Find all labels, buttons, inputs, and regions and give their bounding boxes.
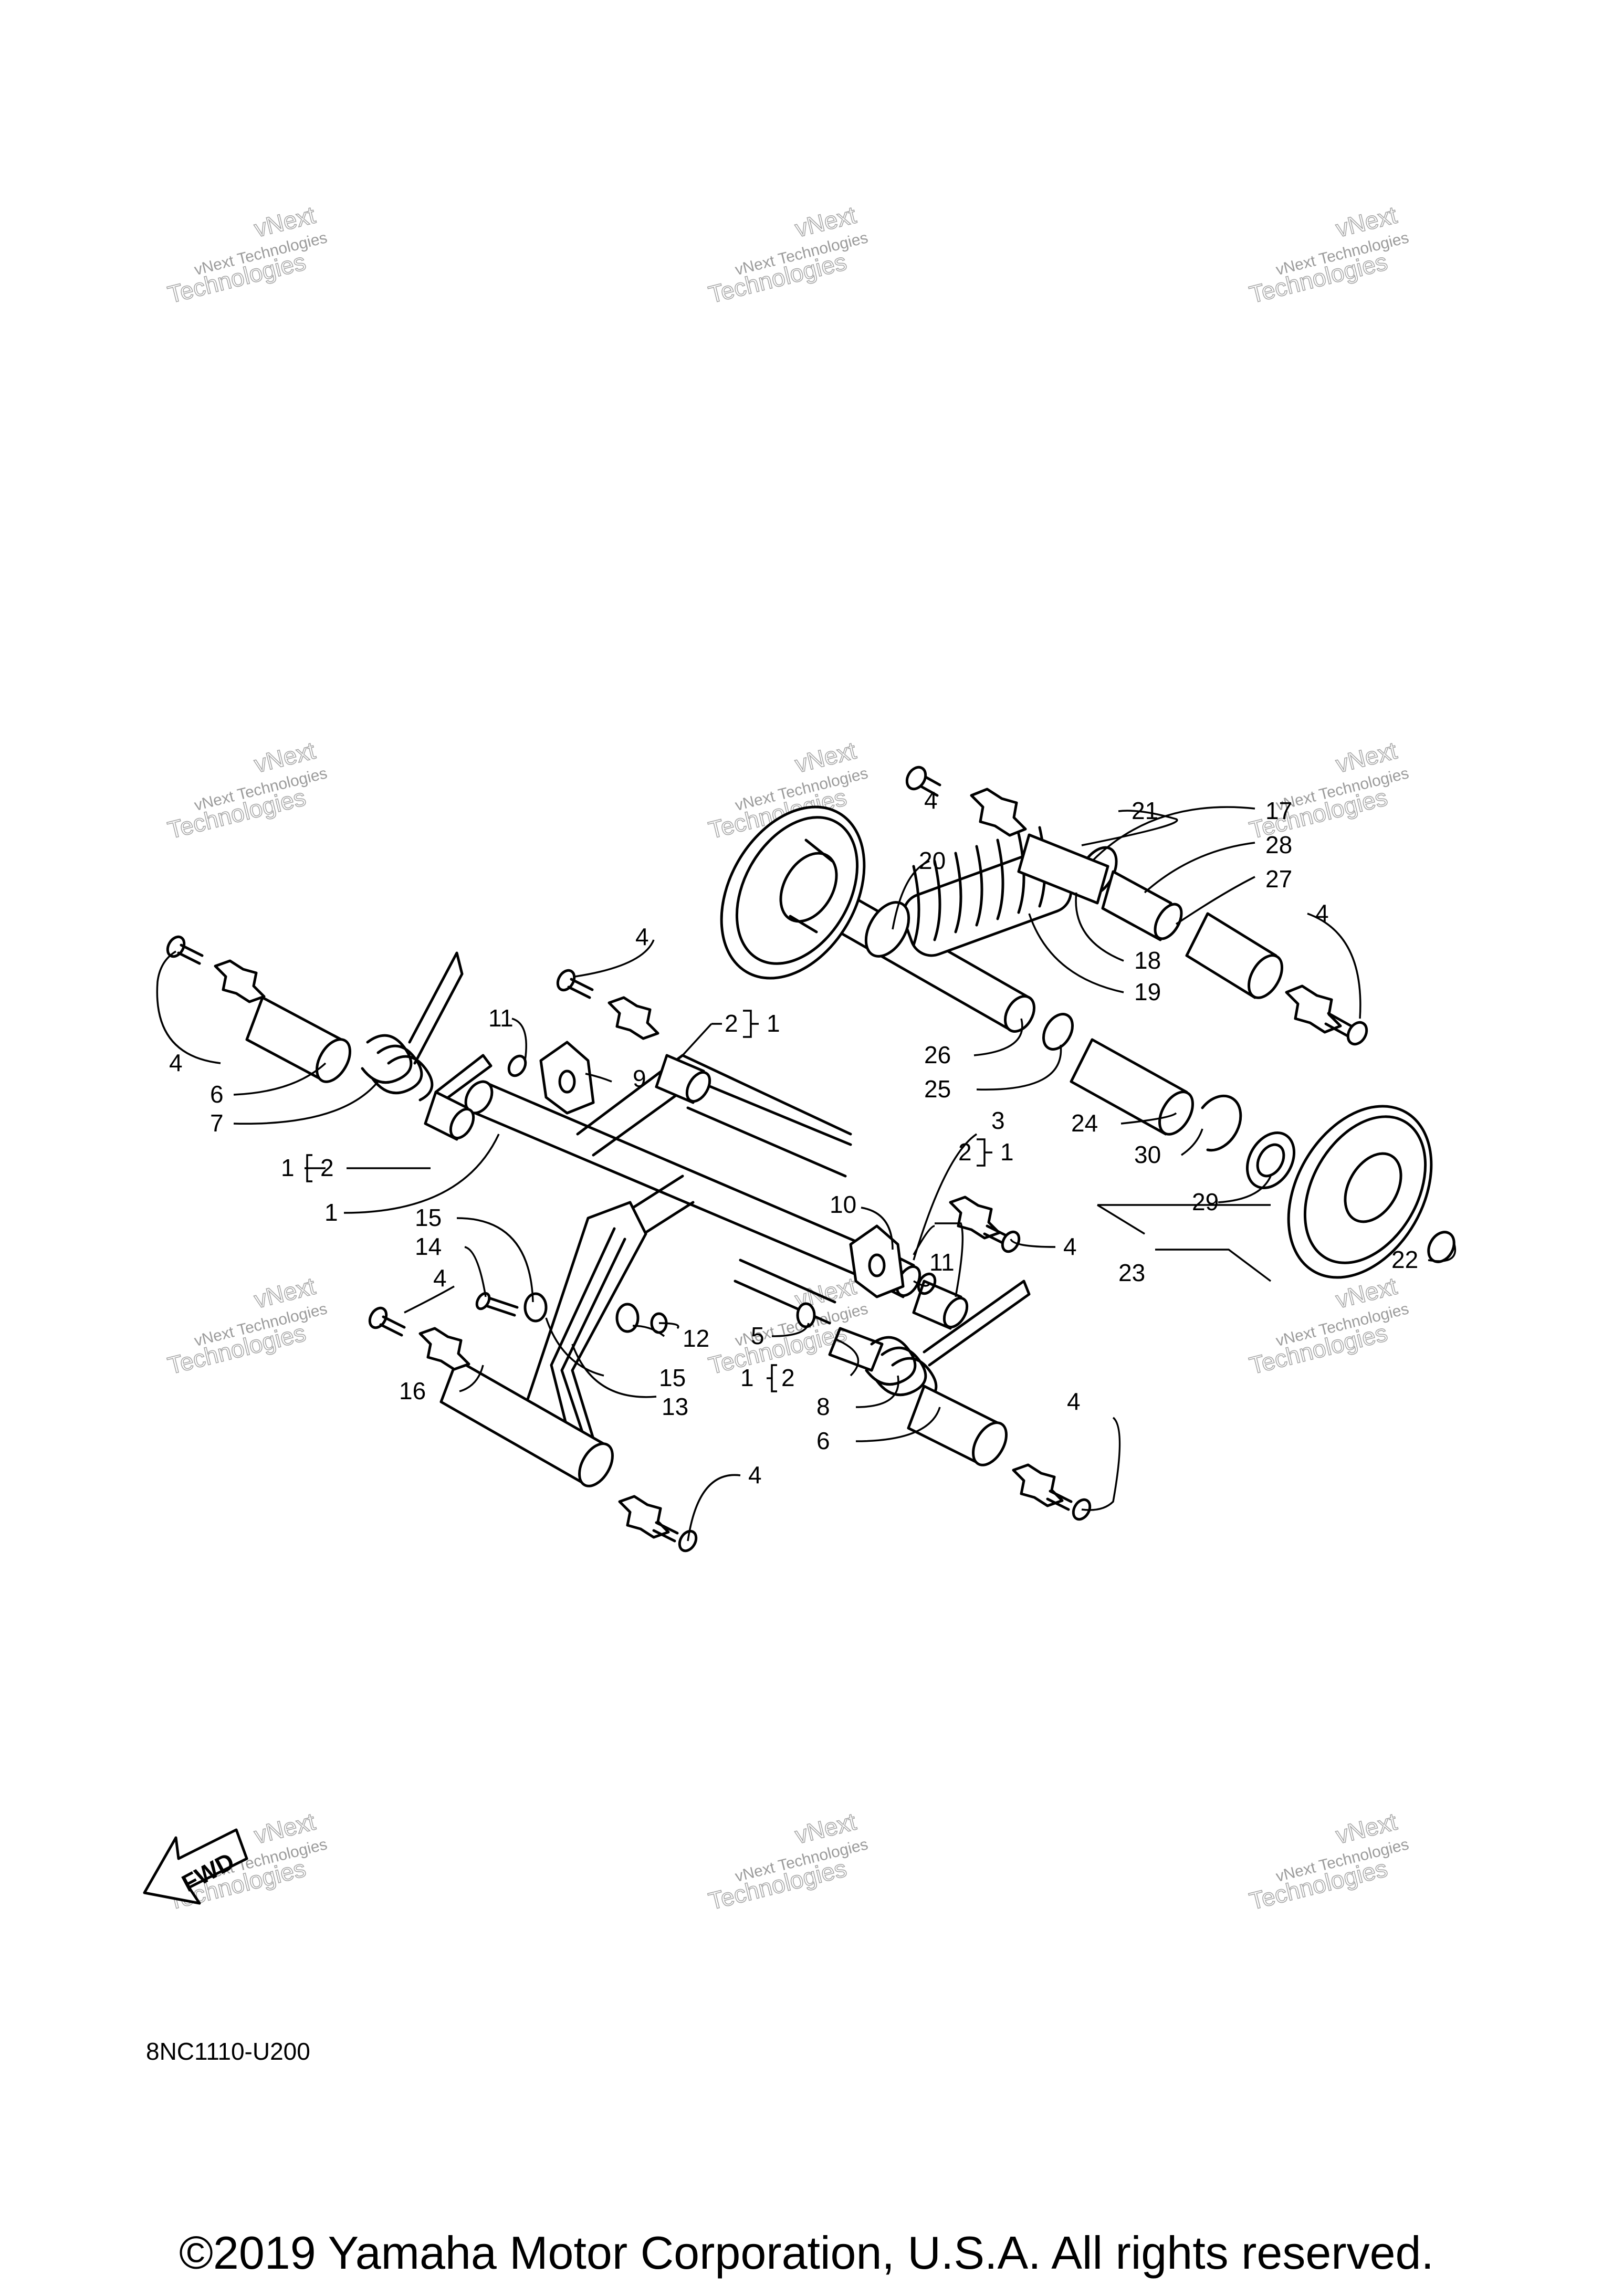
callout-4: 4 <box>1067 1388 1081 1415</box>
callout-8: 8 <box>816 1393 830 1420</box>
watermark: vNext vNext Technologies Technologies <box>705 1272 870 1380</box>
callout-20: 20 <box>919 847 946 874</box>
watermark: vNext vNext Technologies Technologies <box>1246 736 1410 844</box>
callout-4: 4 <box>635 923 649 950</box>
spring-left <box>361 951 493 1104</box>
callout-23: 23 <box>1118 1259 1145 1286</box>
bolt-4-left <box>166 935 266 1003</box>
upper-sleeve <box>1017 833 1183 941</box>
callout-2: 2 <box>725 1010 738 1037</box>
callout-6: 6 <box>210 1081 224 1108</box>
callout-2: 2 <box>320 1154 334 1181</box>
callout-28: 28 <box>1265 831 1292 858</box>
watermark: vNext vNext Technologies Technologies <box>164 1272 329 1380</box>
callout-13: 13 <box>662 1393 688 1420</box>
callout-15: 15 <box>659 1364 686 1391</box>
callout-labels: 4 6 7 1 2 1 4 11 9 2 1 3 2 1 10 11 4 15 … <box>169 787 1418 1488</box>
leader-lines <box>156 806 1457 1542</box>
callout-1: 1 <box>767 1010 780 1037</box>
callout-7: 7 <box>210 1109 224 1137</box>
watermark: vNext vNext Technologies Technologies <box>164 736 329 844</box>
collar-upper <box>655 1054 711 1104</box>
bearing-assembly <box>1201 1094 1296 1189</box>
callout-25: 25 <box>924 1075 951 1103</box>
bolt-4-bottom <box>618 1495 698 1553</box>
fwd-arrow: FWD <box>143 1828 248 1905</box>
callout-12: 12 <box>683 1325 709 1352</box>
upper-left-wheel <box>720 805 866 980</box>
bracket-10 <box>849 1224 905 1298</box>
diagram-code: 8NC1110-U200 <box>146 2038 310 2065</box>
callout-22: 22 <box>1391 1246 1418 1273</box>
watermark: vNext vNext Technologies Technologies <box>705 1807 870 1915</box>
callout-21: 21 <box>1132 797 1158 824</box>
watermark: vNext vNext Technologies Technologies <box>1246 1272 1410 1380</box>
callout-4: 4 <box>433 1264 447 1292</box>
callout-4: 4 <box>924 787 938 814</box>
collar-left <box>424 1091 475 1141</box>
bracket-9 <box>539 1041 595 1115</box>
callout-18: 18 <box>1134 947 1161 974</box>
callout-14: 14 <box>415 1233 442 1260</box>
callout-10: 10 <box>830 1191 856 1218</box>
copyright-footer: ©2019 Yamaha Motor Corporation, U.S.A. A… <box>179 2227 1434 2279</box>
callout-1: 1 <box>281 1154 295 1181</box>
spacer-24 <box>1042 1013 1194 1136</box>
lower-right-wheel <box>1287 1105 1455 1279</box>
spacer-27 <box>1185 912 1283 999</box>
bolt-4-lower-left <box>368 1306 470 1371</box>
callout-1: 1 <box>324 1199 338 1226</box>
callout-2: 2 <box>958 1138 972 1166</box>
callout-3: 3 <box>991 1107 1005 1134</box>
watermark: vNext vNext Technologies Technologies <box>705 201 870 309</box>
callout-4: 4 <box>1063 1233 1077 1260</box>
callout-5: 5 <box>751 1322 764 1349</box>
exploded-parts <box>166 766 1455 1553</box>
callout-2: 2 <box>781 1364 795 1391</box>
sleeve-bottom <box>439 1358 614 1487</box>
callout-19: 19 <box>1134 978 1161 1005</box>
callout-17: 17 <box>1265 797 1292 824</box>
callout-4: 4 <box>1315 899 1329 927</box>
callout-4: 4 <box>748 1461 762 1488</box>
callout-15: 15 <box>415 1204 442 1231</box>
callout-29: 29 <box>1192 1188 1219 1215</box>
callout-30: 30 <box>1134 1141 1161 1168</box>
callout-1: 1 <box>1000 1138 1014 1166</box>
callout-27: 27 <box>1265 865 1292 893</box>
watermark: vNext vNext Technologies Technologies <box>164 201 329 309</box>
bolt-4-right <box>949 1196 1021 1253</box>
callout-6: 6 <box>816 1427 830 1454</box>
callout-9: 9 <box>633 1065 646 1092</box>
callout-26: 26 <box>924 1041 951 1068</box>
sleeve-right <box>907 1385 1008 1466</box>
sleeve-left <box>245 996 351 1083</box>
bolt-4-mid <box>556 969 659 1040</box>
callout-4: 4 <box>169 1049 183 1076</box>
watermark: vNext vNext Technologies Technologies <box>1246 1807 1410 1915</box>
watermark: vNext vNext Technologies Technologies <box>1246 201 1410 309</box>
bolt-4-lower-right <box>1012 1463 1092 1521</box>
bolt-right <box>1285 984 1368 1046</box>
bolt-upper <box>905 766 1027 837</box>
callout-16: 16 <box>399 1377 426 1404</box>
callout-1: 1 <box>740 1364 754 1391</box>
callout-11: 11 <box>488 1004 514 1032</box>
callout-24: 24 <box>1071 1109 1098 1137</box>
callout-11: 11 <box>929 1249 955 1276</box>
